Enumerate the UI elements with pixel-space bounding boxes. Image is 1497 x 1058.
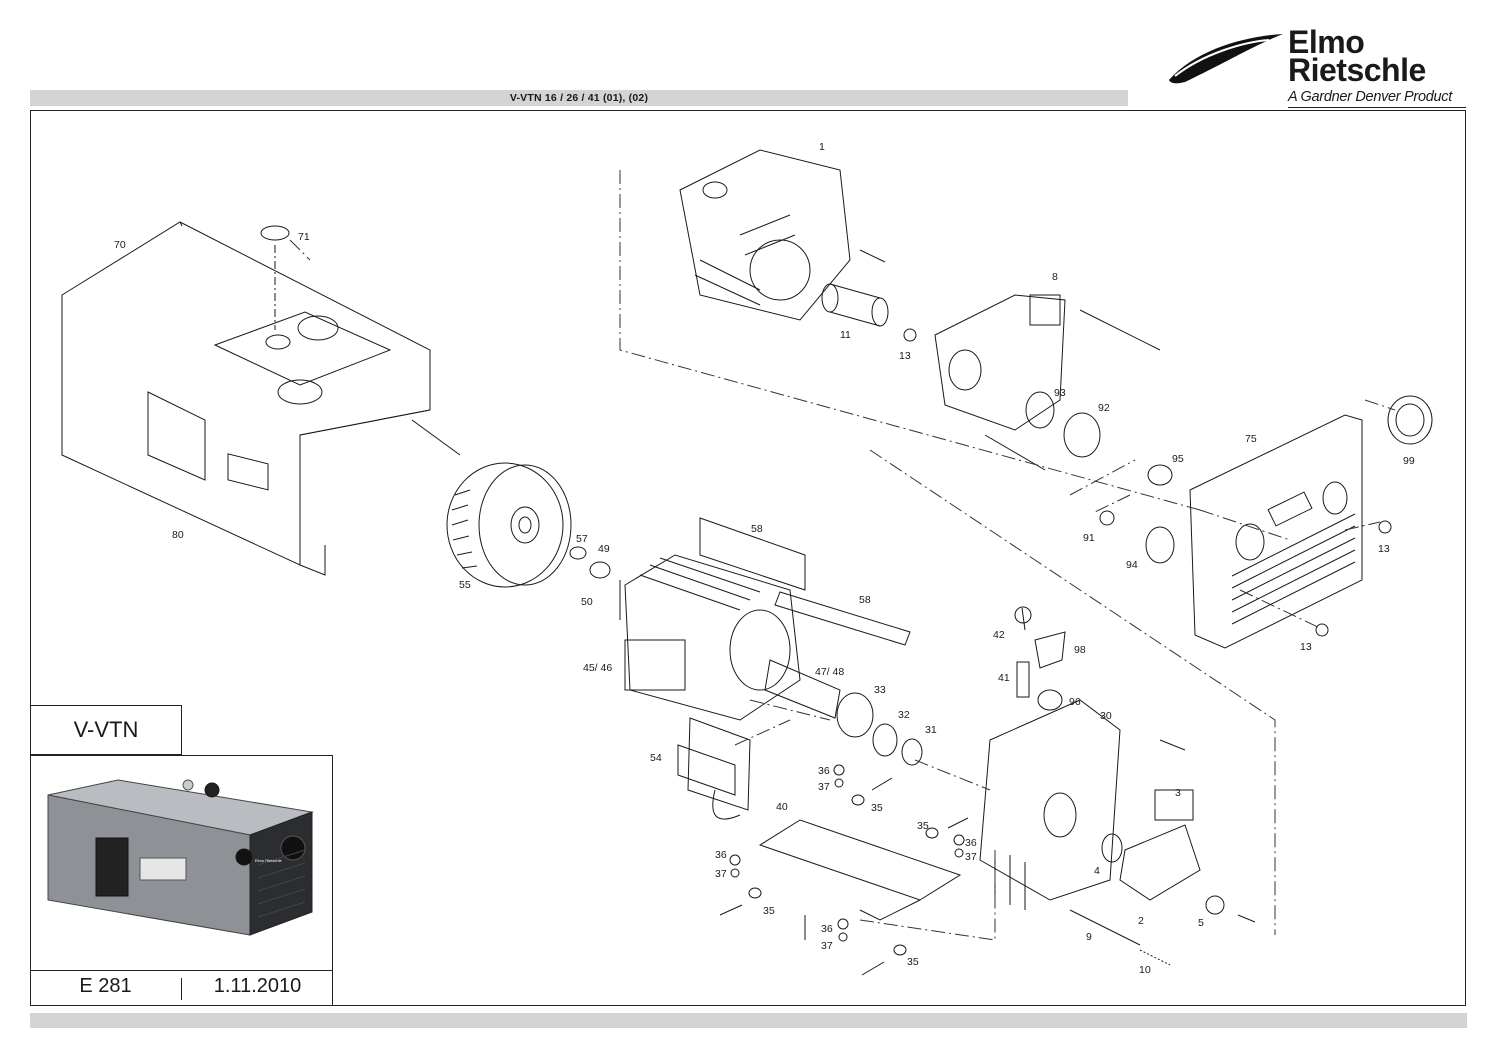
part-label: 11	[840, 329, 851, 341]
header-band	[30, 90, 1128, 106]
part-label: 32	[898, 709, 910, 721]
part-label: 57	[576, 533, 588, 545]
part-label: 37	[821, 940, 833, 952]
part-label: 13	[1378, 543, 1390, 555]
part-label: 13	[899, 350, 911, 362]
product-photo: Elmo Rietschle	[47, 779, 314, 936]
part-label: 99	[1403, 455, 1415, 467]
part-label: 36	[821, 923, 833, 935]
part-label: 1	[819, 141, 825, 153]
part-label: 41	[998, 672, 1010, 684]
part-label: 75	[1245, 433, 1257, 445]
footer-separator	[30, 970, 333, 972]
part-label: 2	[1138, 915, 1144, 927]
part-label: 35	[871, 802, 883, 814]
model-name: V-VTN	[73, 717, 139, 742]
footer-divider	[181, 978, 183, 1000]
part-label: 45/ 46	[583, 662, 612, 674]
part-label: 70	[114, 239, 126, 251]
part-label: 4	[1094, 865, 1100, 877]
logo-underline	[1288, 107, 1466, 109]
page-title: V-VTN 16 / 26 / 41 (01), (02)	[509, 92, 649, 104]
logo-rietschle: Rietschle	[1288, 52, 1426, 88]
photo-box	[30, 755, 333, 1006]
part-label: 13	[1300, 641, 1312, 653]
part-label: 36	[965, 837, 977, 849]
part-label: 42	[993, 629, 1005, 641]
part-label: 49	[598, 543, 610, 555]
part-label: 92	[1098, 402, 1110, 414]
part-label: 8	[1052, 271, 1058, 283]
document-date: 1.11.2010	[213, 975, 302, 997]
part-label: 36	[818, 765, 830, 777]
part-label: 55	[459, 579, 471, 591]
part-label: 80	[172, 529, 184, 541]
part-label: 50	[581, 596, 593, 608]
part-label: 96	[1069, 696, 1081, 708]
part-label: 54	[650, 752, 662, 764]
part-label: 35	[917, 820, 929, 832]
part-label: 30	[1100, 710, 1112, 722]
part-label: 93	[1054, 387, 1066, 399]
photo-badge-text: Elmo Rietschle	[255, 858, 282, 863]
part-label: 35	[763, 905, 775, 917]
footer-band	[30, 1013, 1467, 1028]
part-label: 36	[715, 849, 727, 861]
part-label: 37	[965, 851, 977, 863]
part-label: 71	[298, 231, 310, 243]
part-label: 94	[1126, 559, 1138, 571]
part-label: 40	[776, 801, 788, 813]
part-label: 58	[751, 523, 763, 535]
elmo-rietschle-swoosh-icon	[1169, 34, 1283, 84]
logo-elmo: Elmo	[1288, 24, 1365, 60]
model-box	[30, 705, 182, 755]
part-label: 37	[715, 868, 727, 880]
part-label: 37	[818, 781, 830, 793]
part-label: 98	[1074, 644, 1086, 656]
document-number: E 281	[79, 975, 132, 997]
part-labels: 1 8 11 13 93 92 95 75 99 91 94 13 13 70 …	[114, 141, 1415, 976]
part-label: 3	[1175, 787, 1181, 799]
part-label: 31	[925, 724, 937, 736]
part-label: 47/ 48	[815, 666, 844, 678]
part-label: 58	[859, 594, 871, 606]
logo-tagline: A Gardner Denver Product	[1288, 89, 1452, 105]
part-label: 10	[1139, 964, 1151, 976]
part-label: 95	[1172, 453, 1184, 465]
drawing-frame	[30, 110, 1466, 1006]
part-label: 35	[907, 956, 919, 968]
part-label: 9	[1086, 931, 1092, 943]
part-label: 91	[1083, 532, 1095, 544]
part-label: 33	[874, 684, 886, 696]
part-label: 5	[1198, 917, 1204, 929]
